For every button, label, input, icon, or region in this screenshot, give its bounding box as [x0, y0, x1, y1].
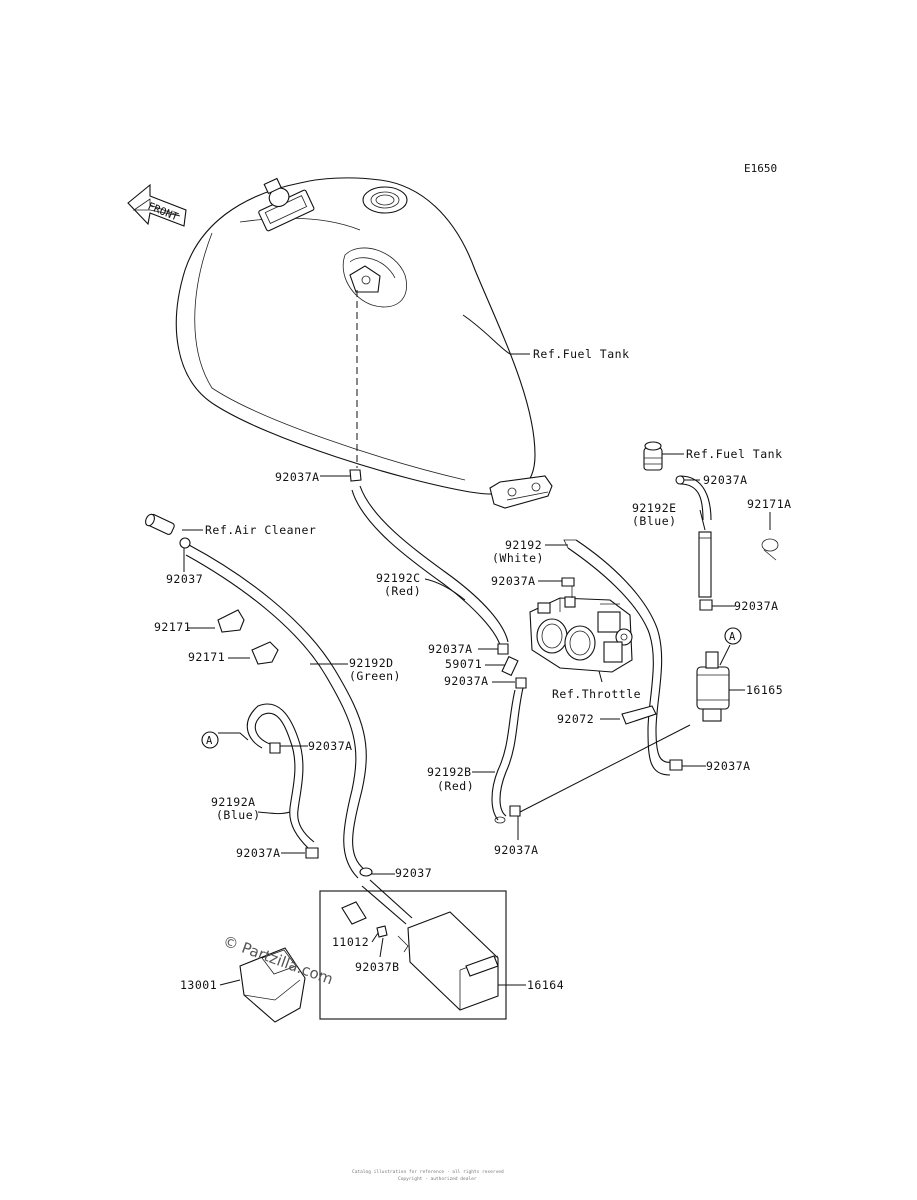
label-92192a: 92192A — [211, 795, 256, 809]
hose-92192e — [679, 475, 712, 598]
fuel-tank-drawing — [175, 177, 553, 509]
label-92072: 92072 — [557, 712, 594, 726]
label-92037a-tank: 92037A — [275, 470, 320, 484]
label-16165: 16165 — [746, 683, 783, 697]
label-92037a-side-mid: 92037A — [734, 599, 779, 613]
label-92192d-color: (Green) — [349, 669, 401, 683]
label-92037a-red-low: 92037A — [494, 843, 539, 857]
label-92192b-color: (Red) — [437, 779, 474, 793]
marker-a-left-label: A — [206, 735, 213, 747]
hose-92192 — [563, 539, 673, 776]
label-92037a-red-top: 92037A — [428, 642, 473, 656]
footer-line-1: Catalog illustration for reference · all… — [352, 1169, 504, 1175]
label-92171-a: 92171 — [154, 620, 191, 634]
label-92192d: 92192D — [349, 656, 394, 670]
label-92037a-white: 92037A — [491, 574, 536, 588]
label-92192a-color: (Blue) — [216, 808, 261, 822]
footer-line-2: Copyright · authorized dealer — [398, 1176, 477, 1182]
label-92192e: 92192E — [632, 501, 677, 515]
label-92037a-side-top: 92037A — [703, 473, 748, 487]
hose-92192d — [185, 544, 367, 879]
canister-box — [319, 879, 507, 1020]
label-92037a-side-low: 92037A — [706, 759, 751, 773]
marker-a-right-label: A — [729, 631, 736, 643]
hose-92192c — [351, 485, 509, 646]
marker-a-right: A — [724, 627, 742, 645]
diagram-code: E1650 — [744, 162, 777, 175]
label-ref-fuel-tank-side: Ref.Fuel Tank — [686, 447, 783, 461]
fuel-tank-fitting-drawing — [643, 441, 663, 471]
callout-labels: Ref.Fuel Tank Ref.Fuel Tank Ref.Air Clea… — [154, 347, 792, 992]
label-11012: 11012 — [332, 935, 369, 949]
label-92192e-color: (Blue) — [632, 514, 677, 528]
label-ref-throttle: Ref.Throttle — [552, 687, 641, 701]
front-arrow-icon: FRONT — [127, 183, 187, 227]
label-92037b: 92037B — [355, 960, 400, 974]
label-ref-air-cleaner: Ref.Air Cleaner — [205, 523, 316, 537]
label-92037: 92037 — [166, 572, 203, 586]
label-92192c: 92192C — [376, 571, 421, 585]
hose-92192b — [491, 687, 524, 824]
label-92171a: 92171A — [747, 497, 792, 511]
filter-connection-line — [519, 724, 691, 813]
band-92171a-drawing — [761, 538, 779, 561]
label-13001: 13001 — [180, 978, 217, 992]
label-59071: 59071 — [445, 657, 482, 671]
label-92037a-bottom: 92037A — [236, 846, 281, 860]
air-cleaner-fitting-drawing — [145, 513, 175, 535]
marker-a-left: A — [201, 731, 219, 749]
label-92037a-left: 92037A — [308, 739, 353, 753]
bracket-13001-drawing — [239, 947, 306, 1023]
label-92192: 92192 — [505, 538, 542, 552]
throttle-body-drawing — [529, 580, 633, 673]
fuel-filter-16165-drawing — [696, 651, 730, 722]
label-92192c-color: (Red) — [384, 584, 421, 598]
hose-92192a — [246, 703, 315, 849]
label-16164: 16164 — [527, 978, 564, 992]
bracket-92072-drawing — [621, 705, 657, 725]
label-92192-color: (White) — [492, 551, 544, 565]
label-92037-bottom: 92037 — [395, 866, 432, 880]
label-92171-b: 92171 — [188, 650, 225, 664]
label-ref-fuel-tank-main: Ref.Fuel Tank — [533, 347, 630, 361]
label-92192b: 92192B — [427, 765, 472, 779]
band-92171-drawings — [217, 609, 279, 665]
clamp-icons — [179, 469, 713, 938]
fitting-59071-drawing — [501, 655, 519, 677]
leader-lines — [182, 314, 771, 986]
label-92037a-red-mid: 92037A — [444, 674, 489, 688]
